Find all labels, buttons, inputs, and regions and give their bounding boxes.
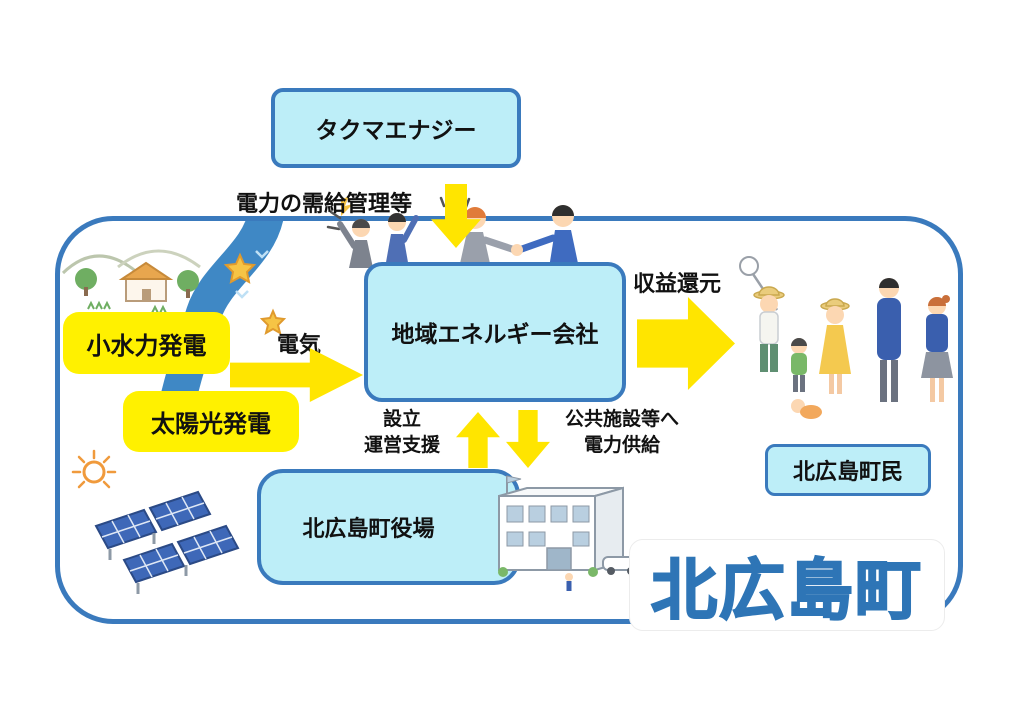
takuma-energy-box: タクマエナジー: [271, 88, 521, 168]
star-icon: [259, 308, 287, 336]
supply-label-line2: 電力供給: [583, 433, 660, 456]
sun-icon: [71, 449, 117, 489]
supply-label-line1: 公共施設等へ: [564, 408, 679, 430]
residents-label: 北広島町民: [792, 460, 903, 485]
business-handshake-illustration: [326, 193, 579, 268]
energy-company-box: 地域エネルギー会社: [364, 262, 626, 402]
town-name-label: 北広島町: [650, 551, 923, 630]
takuma-energy-label: タクマエナジー: [315, 118, 477, 144]
support-label-line2: 運営支援: [363, 433, 440, 456]
hydro-power-box: 小水力発電: [63, 312, 230, 374]
solar-power-label: 太陽光発電: [151, 410, 271, 438]
town-hall-label: 北広島町役場: [302, 517, 435, 542]
supply-label: 公共施設等へ 電力供給: [546, 407, 698, 458]
energy-company-label: 地域エネルギー会社: [391, 322, 599, 348]
profit-return-label: 収益還元: [633, 272, 722, 297]
residents-box: 北広島町民: [765, 444, 931, 496]
townspeople-illustration: [739, 256, 953, 419]
solar-panels-illustration: [71, 449, 240, 594]
supply-management-label: 電力の需給管理等: [236, 192, 413, 217]
solar-power-box: 太陽光発電: [123, 391, 299, 452]
star-icon: [223, 252, 257, 284]
support-label: 設立 運営支援: [346, 407, 458, 458]
town-hall-building-illustration: [498, 475, 640, 591]
town-name-box: 北広島町: [629, 539, 945, 631]
hydro-power-label: 小水力発電: [86, 331, 207, 360]
support-label-line1: 設立: [382, 408, 421, 430]
town-hall-box: 北広島町役場: [257, 469, 520, 585]
